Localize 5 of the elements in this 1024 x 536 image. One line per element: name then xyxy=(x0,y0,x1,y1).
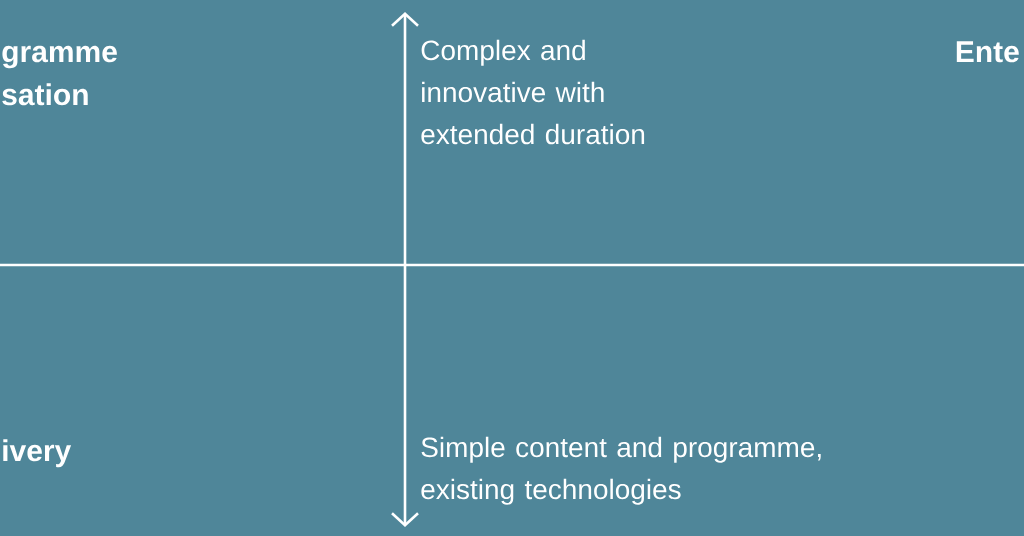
quadrant-heading: ivery xyxy=(3,439,72,468)
axis-label: Simple content and programme, existing technologies xyxy=(421,436,821,505)
axis-label: Complex and innovative with extended duration xyxy=(421,39,645,145)
quadrant-heading: gramme sation xyxy=(2,45,117,106)
quadrant-heading: Ente xyxy=(956,41,1019,63)
